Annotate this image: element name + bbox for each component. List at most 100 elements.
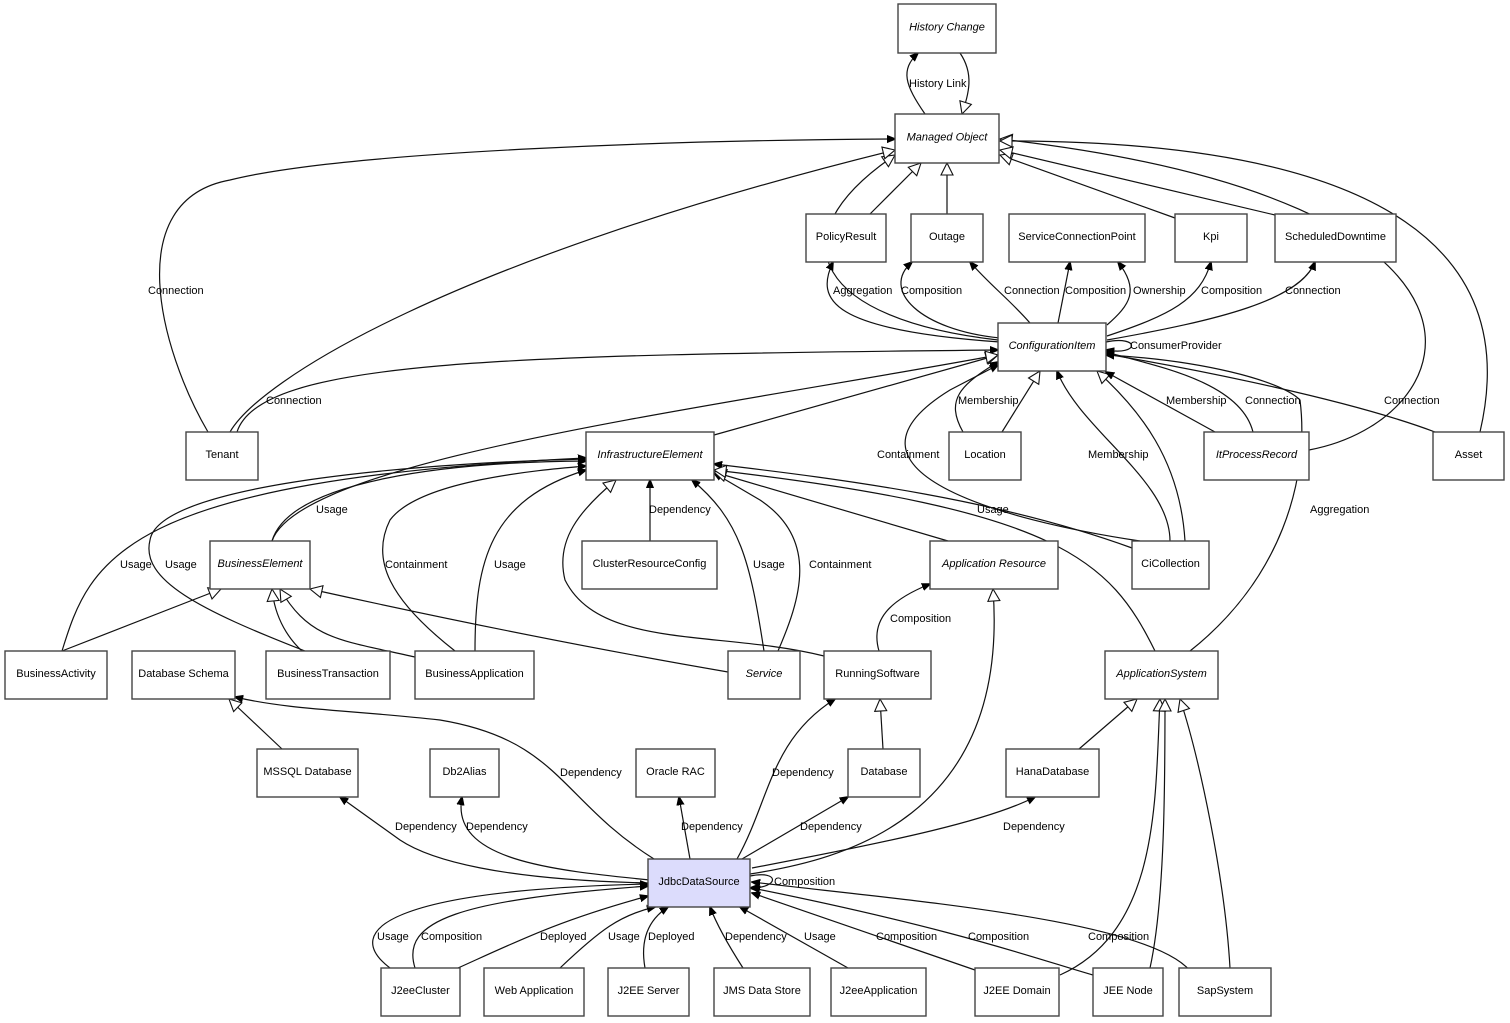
class-node-web-application[interactable]: Web Application (483, 967, 585, 1017)
class-node-j2eedomain[interactable]: J2EE Domain (974, 967, 1060, 1017)
generalization-edge-BusinessElement-to-ConfigurationItem (271, 355, 998, 542)
node-box[interactable] (997, 322, 1107, 372)
node-box[interactable] (265, 650, 391, 700)
node-box[interactable] (635, 748, 716, 798)
class-node-application-resource[interactable]: Application Resource (929, 540, 1059, 590)
relation-edge-SapSystem-to-JdbcDataSource (752, 882, 1194, 976)
class-node-database-schema[interactable]: Database Schema (131, 650, 236, 700)
class-node-infrastructure-element[interactable]: InfrastructureElement (585, 431, 715, 481)
node-box[interactable] (910, 213, 984, 263)
relation-edge-JdbcDataSource-to-DatabaseSchema (235, 697, 655, 860)
class-node-database[interactable]: Database (847, 748, 921, 798)
node-box[interactable] (830, 967, 927, 1017)
node-box[interactable] (1432, 431, 1505, 481)
class-node-sap-system[interactable]: SapSystem (1178, 967, 1272, 1017)
class-node-service-connection-point[interactable]: ServiceConnectionPoint (1008, 213, 1146, 263)
edge-label: Deployed (540, 931, 586, 943)
node-box[interactable] (727, 650, 801, 700)
node-box[interactable] (1092, 967, 1164, 1017)
node-box[interactable] (805, 213, 887, 263)
node-box[interactable] (929, 540, 1059, 590)
class-node-business-activity[interactable]: BusinessActivity (4, 650, 108, 700)
node-label: J2EE Domain (983, 985, 1050, 997)
node-box[interactable] (483, 967, 585, 1017)
class-node-hana-database[interactable]: HanaDatabase (1005, 748, 1100, 798)
class-node-jmsdata-store[interactable]: JMS Data Store (713, 967, 811, 1017)
edge-label: History Link (909, 78, 967, 90)
class-node-jeenode[interactable]: JEE Node (1092, 967, 1164, 1017)
class-node-jdbc-data-source[interactable]: JdbcDataSource (647, 858, 751, 908)
node-label: Database Schema (138, 668, 229, 680)
node-label: PolicyResult (816, 231, 877, 243)
node-box[interactable] (256, 748, 359, 798)
node-label: CiCollection (1141, 558, 1200, 570)
node-box[interactable] (1203, 431, 1310, 481)
class-node-policy-result[interactable]: PolicyResult (805, 213, 887, 263)
node-box[interactable] (4, 650, 108, 700)
class-node-application-system[interactable]: ApplicationSystem (1104, 650, 1219, 700)
node-box[interactable] (647, 858, 751, 908)
node-box[interactable] (897, 3, 997, 54)
node-box[interactable] (131, 650, 236, 700)
node-box[interactable] (948, 431, 1022, 481)
relation-edge-ConfigurationItem-to-ScheduledDowntime (1106, 262, 1315, 341)
node-box[interactable] (1178, 967, 1272, 1017)
class-node-kpi[interactable]: Kpi (1174, 213, 1248, 263)
class-node-business-transaction[interactable]: BusinessTransaction (265, 650, 391, 700)
node-label: ServiceConnectionPoint (1018, 231, 1135, 243)
edge-label: Containment (385, 559, 447, 571)
edge-label: Aggregation (833, 285, 892, 297)
class-node-history-change[interactable]: History Change (897, 3, 997, 54)
edges-layer (61, 53, 1488, 976)
relation-edge-ItProcessRecord-to-ConfigurationItem (1106, 352, 1254, 433)
class-node-scheduled-downtime[interactable]: ScheduledDowntime (1274, 213, 1397, 263)
class-node-business-element[interactable]: BusinessElement (209, 540, 311, 590)
node-box[interactable] (585, 431, 715, 481)
class-node-ci-collection[interactable]: CiCollection (1131, 540, 1210, 590)
relation-edge-ConfigurationItem-to-ServiceConnectionPoint (1106, 262, 1131, 326)
class-node-running-software[interactable]: RunningSoftware (823, 650, 932, 700)
node-box[interactable] (209, 540, 311, 590)
class-node-oracle-rac[interactable]: Oracle RAC (635, 748, 716, 798)
generalization-edge-PolicyResult-to-ManagedObject (869, 163, 921, 215)
node-box[interactable] (429, 748, 500, 798)
class-node-asset[interactable]: Asset (1432, 431, 1505, 481)
class-node-location[interactable]: Location (948, 431, 1022, 481)
node-box[interactable] (1131, 540, 1210, 590)
node-box[interactable] (414, 650, 535, 700)
node-box[interactable] (607, 967, 690, 1017)
class-node-tenant[interactable]: Tenant (185, 431, 259, 481)
generalization-edge-Asset-to-ManagedObject (1000, 141, 1488, 433)
node-label: JdbcDataSource (658, 876, 739, 888)
class-node-business-application[interactable]: BusinessApplication (414, 650, 535, 700)
class-node-cluster-resource-config[interactable]: ClusterResourceConfig (581, 540, 718, 590)
class-node-j2ee-application[interactable]: J2eeApplication (830, 967, 927, 1017)
generalization-edge-Database-to-RunningSoftware (880, 699, 883, 750)
class-node-outage[interactable]: Outage (910, 213, 984, 263)
node-box[interactable] (1104, 650, 1219, 700)
node-box[interactable] (847, 748, 921, 798)
class-node-j2eeserver[interactable]: J2EE Server (607, 967, 690, 1017)
class-node-it-process-record[interactable]: ItProcessRecord (1203, 431, 1310, 481)
node-box[interactable] (185, 431, 259, 481)
class-node-configuration-item[interactable]: ConfigurationItem (997, 322, 1107, 372)
node-box[interactable] (823, 650, 932, 700)
node-box[interactable] (1008, 213, 1146, 263)
class-node-j2ee-cluster[interactable]: J2eeCluster (380, 967, 461, 1017)
node-box[interactable] (1005, 748, 1100, 798)
node-box[interactable] (581, 540, 718, 590)
class-node-managed-object[interactable]: Managed Object (894, 113, 1000, 164)
edge-label: Dependency (1003, 821, 1065, 833)
node-box[interactable] (974, 967, 1060, 1017)
node-box[interactable] (713, 967, 811, 1017)
node-box[interactable] (380, 967, 461, 1017)
node-box[interactable] (894, 113, 1000, 164)
edge-label: Containment (877, 449, 939, 461)
class-node-service[interactable]: Service (727, 650, 801, 700)
node-box[interactable] (1174, 213, 1248, 263)
node-box[interactable] (1274, 213, 1397, 263)
class-node-mssqldatabase[interactable]: MSSQL Database (256, 748, 359, 798)
class-node-db2alias[interactable]: Db2Alias (429, 748, 500, 798)
edge-label: Connection (1004, 285, 1060, 297)
generalization-edge-InfrastructureElement-to-ConfigurationItem (713, 355, 998, 436)
